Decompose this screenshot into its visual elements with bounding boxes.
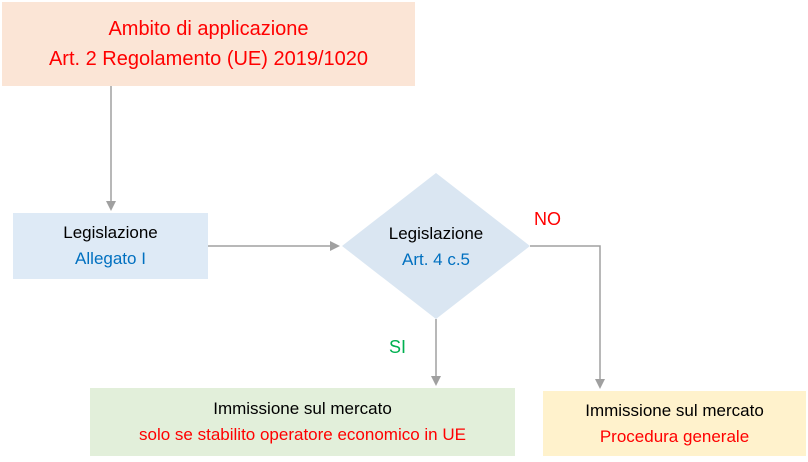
scope-box-line2: Art. 2 Regolamento (UE) 2019/1020 [48,48,369,70]
scope-box: Ambito di applicazione Art. 2 Regolament… [2,2,415,86]
market-eu-box: Immissione sul mercato solo se stabilito… [90,388,515,456]
arrow-legislation-to-diamond [208,241,340,251]
arrowhead-down-icon [431,376,441,386]
legislation-box-line2: Allegato I [75,249,146,268]
arrow-si-branch [431,319,441,386]
arrowhead-down-icon [106,201,116,211]
si-branch-label: SI [389,337,407,357]
legislation-box: Legislazione Allegato I [13,213,208,279]
scope-box-line1: Ambito di applicazione [108,18,309,40]
market-eu-box-line2: solo se stabilito operatore economico in… [139,425,466,444]
arrow-no-branch [530,245,605,389]
arrow-scope-to-legislation [106,86,116,211]
decision-diamond-line1: Legislazione [388,224,484,243]
market-general-box-line1: Immissione sul mercato [585,400,764,420]
market-eu-box-line1: Immissione sul mercato [213,399,392,418]
arrowhead-right-icon [330,241,340,251]
no-branch-label: NO [534,209,561,229]
market-general-box-line2: Procedura generale [599,426,750,446]
decision-diamond-label: Legislazione Art. 4 c.5 [346,221,526,273]
legislation-box-line1: Legislazione [63,223,158,242]
decision-diamond-shape [342,173,530,319]
market-general-box: Immissione sul mercato Procedura general… [543,391,806,456]
decision-diamond-line2: Art. 4 c.5 [401,250,471,269]
arrowhead-down-icon [595,379,605,389]
